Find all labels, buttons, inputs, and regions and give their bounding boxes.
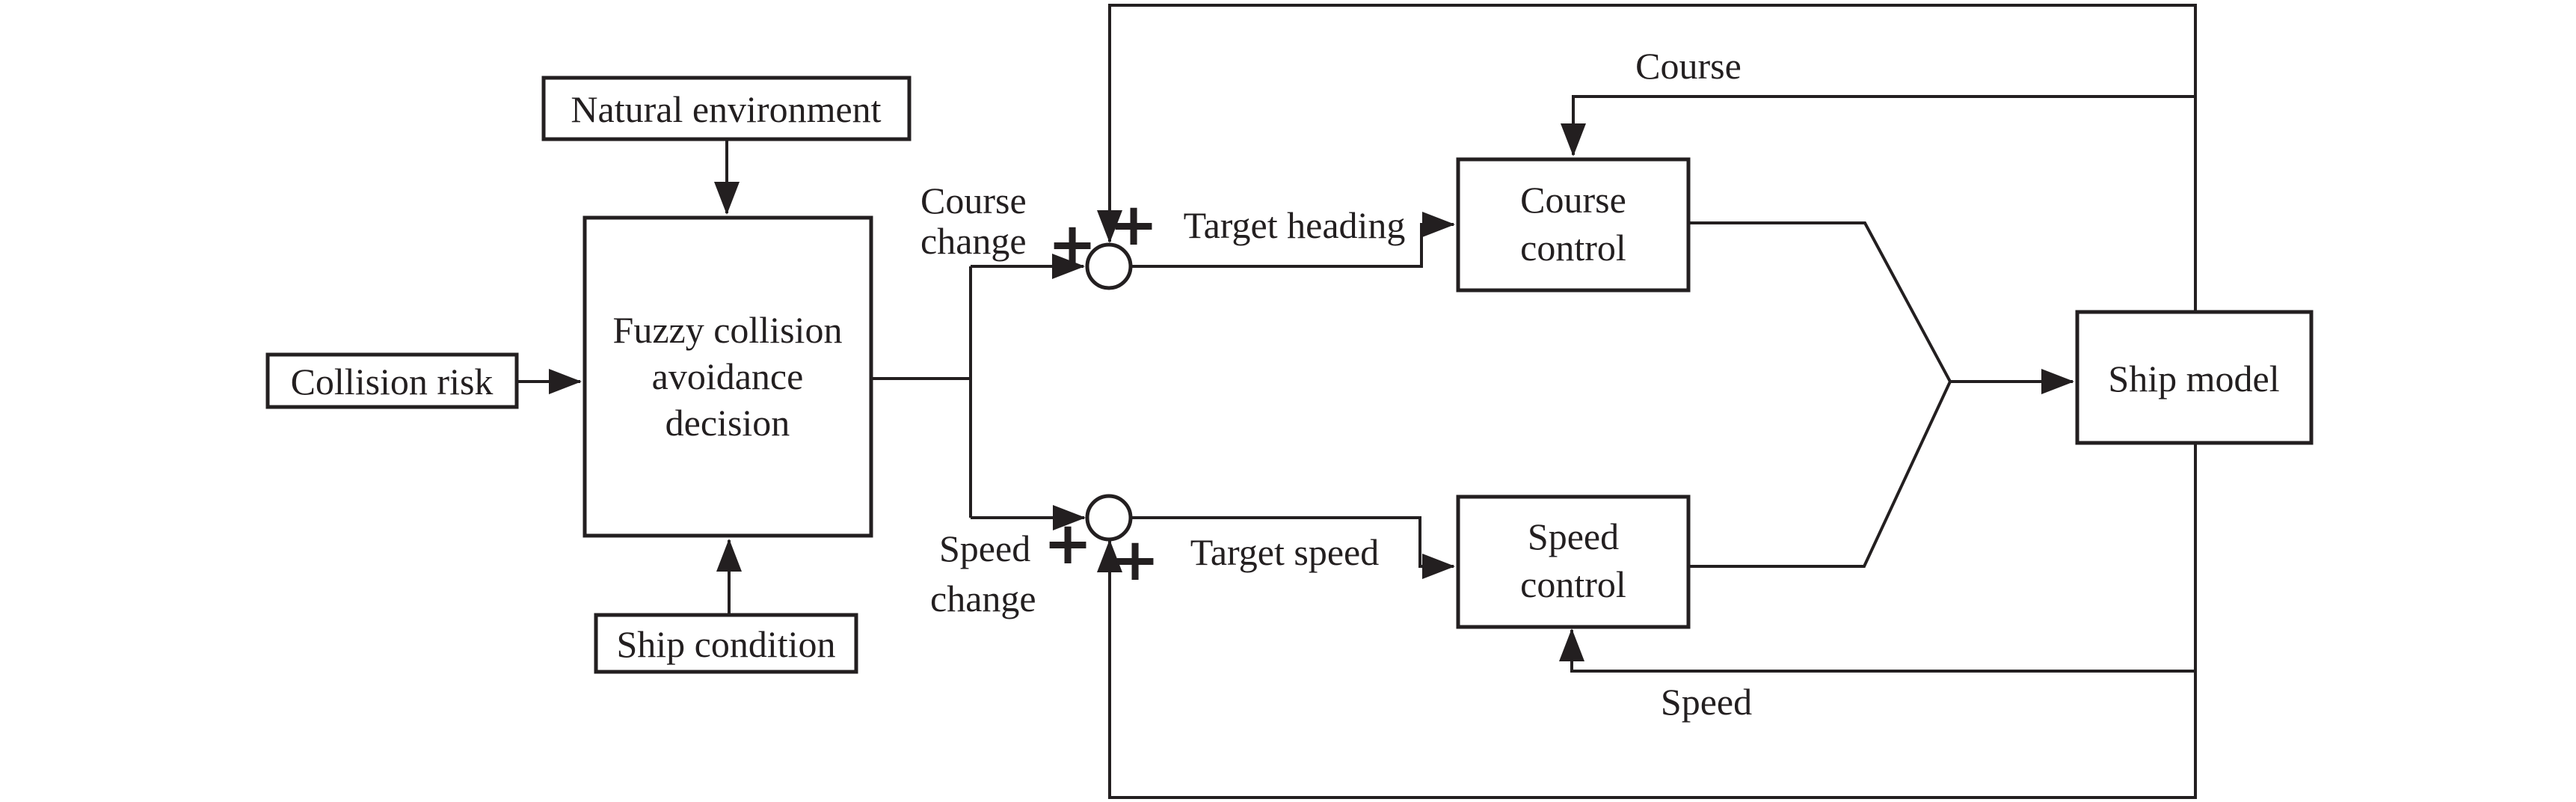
speed-control-label-line1: Speed <box>1528 515 1619 557</box>
course-change-label-line1: Course <box>920 180 1027 221</box>
speed-control-label-line2: control <box>1520 563 1626 605</box>
speed-change-label-line1: Speed <box>939 527 1030 569</box>
wire-course-feedback-to-course-control <box>1561 95 2195 156</box>
fuzzy-decision-label-line2: avoidance <box>652 355 804 397</box>
wire-course-feedback-to-junction <box>1097 4 2197 312</box>
wire-target-speed <box>1131 516 1455 579</box>
ship-condition-box <box>594 613 858 674</box>
fuzzy-decision-box <box>582 215 873 538</box>
plus-sign-course-feedback: + <box>1109 192 1158 259</box>
natural-environment-box <box>541 76 912 141</box>
collision-risk-box <box>265 352 519 409</box>
course-change-label-line2: change <box>920 220 1027 262</box>
plus-sign-speed-input: + <box>1043 510 1092 578</box>
target-heading-label: Target heading <box>1184 204 1406 246</box>
natural-environment-label: Natural environment <box>571 88 881 130</box>
wire-speed-feedback-to-speed-control <box>1559 628 2195 673</box>
summing-junction-course <box>1085 242 1133 290</box>
target-speed-label: Target speed <box>1190 531 1379 573</box>
wire-speed-control-output <box>1688 381 1952 568</box>
wire-target-heading <box>1131 212 1455 268</box>
junction-signs: + + + + <box>1043 192 1159 594</box>
fuzzy-decision-label-line3: decision <box>665 402 790 444</box>
signal-wires <box>517 4 2197 799</box>
fuzzy-decision-label-line1: Fuzzy collision <box>613 309 843 351</box>
course-control-label-line2: control <box>1520 227 1626 269</box>
speed-control-box <box>1456 495 1691 629</box>
ship-condition-label: Ship condition <box>616 623 835 665</box>
blocks: Collision risk Natural environment Fuzzy… <box>265 76 2314 674</box>
wire-speed-feedback-to-junction <box>1097 443 2197 799</box>
plus-sign-course-input: + <box>1048 211 1096 278</box>
speed-feedback-label: Speed <box>1661 681 1752 723</box>
course-feedback-label: Course <box>1635 45 1742 87</box>
course-control-label-line1: Course <box>1520 179 1626 221</box>
collision-risk-label: Collision risk <box>291 361 494 402</box>
signal-labels: Course change Speed change Target headin… <box>920 45 1752 723</box>
summing-junction-speed <box>1085 494 1133 542</box>
plus-sign-speed-feedback: + <box>1110 527 1159 594</box>
ship-model-box <box>2075 310 2314 445</box>
course-control-box <box>1456 157 1691 293</box>
ship-model-label: Ship model <box>2108 358 2279 400</box>
speed-change-label-line2: change <box>930 578 1036 619</box>
wire-course-control-output <box>1688 221 1952 382</box>
